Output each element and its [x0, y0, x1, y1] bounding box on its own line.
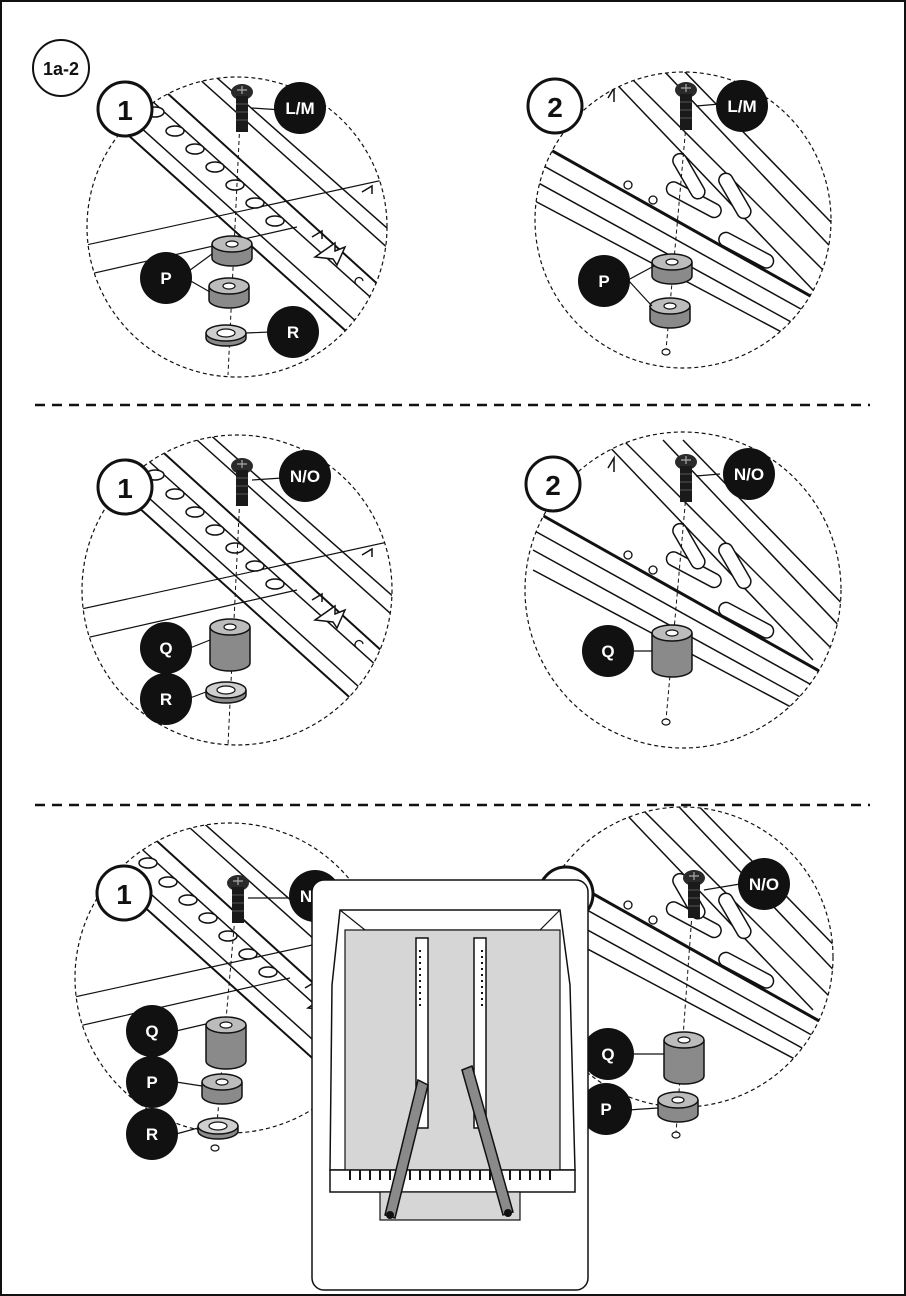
svg-text:1: 1 [116, 879, 132, 910]
svg-text:Q: Q [601, 1045, 614, 1064]
part-label-washer: R [267, 306, 319, 358]
washer-icon [205, 324, 247, 347]
svg-text:L/M: L/M [285, 99, 314, 118]
part-label-screw: L/M [274, 82, 326, 134]
washer-icon [205, 681, 247, 704]
step-number-badge: 2 [526, 77, 584, 135]
part-label-screw: N/O [723, 448, 775, 500]
svg-text:N/O: N/O [749, 875, 779, 894]
part-label-spacer: Q [582, 1028, 634, 1080]
spacer-icon [651, 624, 693, 678]
stand-leg [461, 1064, 514, 1216]
svg-text:P: P [598, 272, 609, 291]
svg-text:N/O: N/O [734, 465, 764, 484]
svg-text:Q: Q [601, 642, 614, 661]
svg-text:2: 2 [545, 470, 561, 501]
part-label-spacer-2: P [580, 1083, 632, 1135]
svg-text:R: R [146, 1125, 158, 1144]
spacer-icon [211, 235, 253, 267]
svg-text:1: 1 [117, 95, 133, 126]
step-number-badge: 2 [524, 455, 582, 513]
stand-leg [384, 1078, 429, 1219]
step-number-badge: 1 [96, 80, 154, 138]
svg-text:R: R [287, 323, 299, 342]
svg-text:P: P [146, 1073, 157, 1092]
part-label-spacer-2: P [126, 1056, 178, 1108]
svg-text:N/O: N/O [290, 467, 320, 486]
part-label-washer: R [140, 673, 192, 725]
spacer-icon [657, 1091, 699, 1123]
part-label-spacer: P [578, 255, 630, 307]
spacer-icon [205, 1016, 247, 1070]
svg-text:Q: Q [145, 1022, 158, 1041]
part-label-spacer: P [140, 252, 192, 304]
part-label-spacer: Q [582, 625, 634, 677]
svg-text:P: P [160, 269, 171, 288]
part-label-screw: N/O [279, 450, 331, 502]
step-badge-label: 1a-2 [43, 59, 79, 79]
tv-back-illustration [311, 879, 589, 1291]
spacer-icon [649, 297, 691, 329]
svg-text:R: R [160, 690, 172, 709]
part-label-screw: L/M [716, 80, 768, 132]
part-label-spacer: Q [126, 1005, 178, 1057]
step-number-badge: 1 [96, 458, 154, 516]
washer-icon [197, 1117, 239, 1140]
svg-text:2: 2 [547, 92, 563, 123]
spacer-icon [663, 1031, 705, 1085]
svg-text:P: P [600, 1100, 611, 1119]
step-badge: 1a-2 [32, 39, 90, 97]
svg-text:L/M: L/M [727, 97, 756, 116]
part-label-washer: R [126, 1108, 178, 1160]
svg-text:1: 1 [117, 473, 133, 504]
spacer-icon [209, 618, 251, 672]
spacer-icon [208, 277, 250, 309]
step-number-badge: 1 [95, 864, 153, 922]
spacer-icon [651, 253, 693, 285]
part-label-screw: N/O [738, 858, 790, 910]
spacer-icon [201, 1073, 243, 1105]
svg-text:Q: Q [159, 639, 172, 658]
part-label-spacer: Q [140, 622, 192, 674]
